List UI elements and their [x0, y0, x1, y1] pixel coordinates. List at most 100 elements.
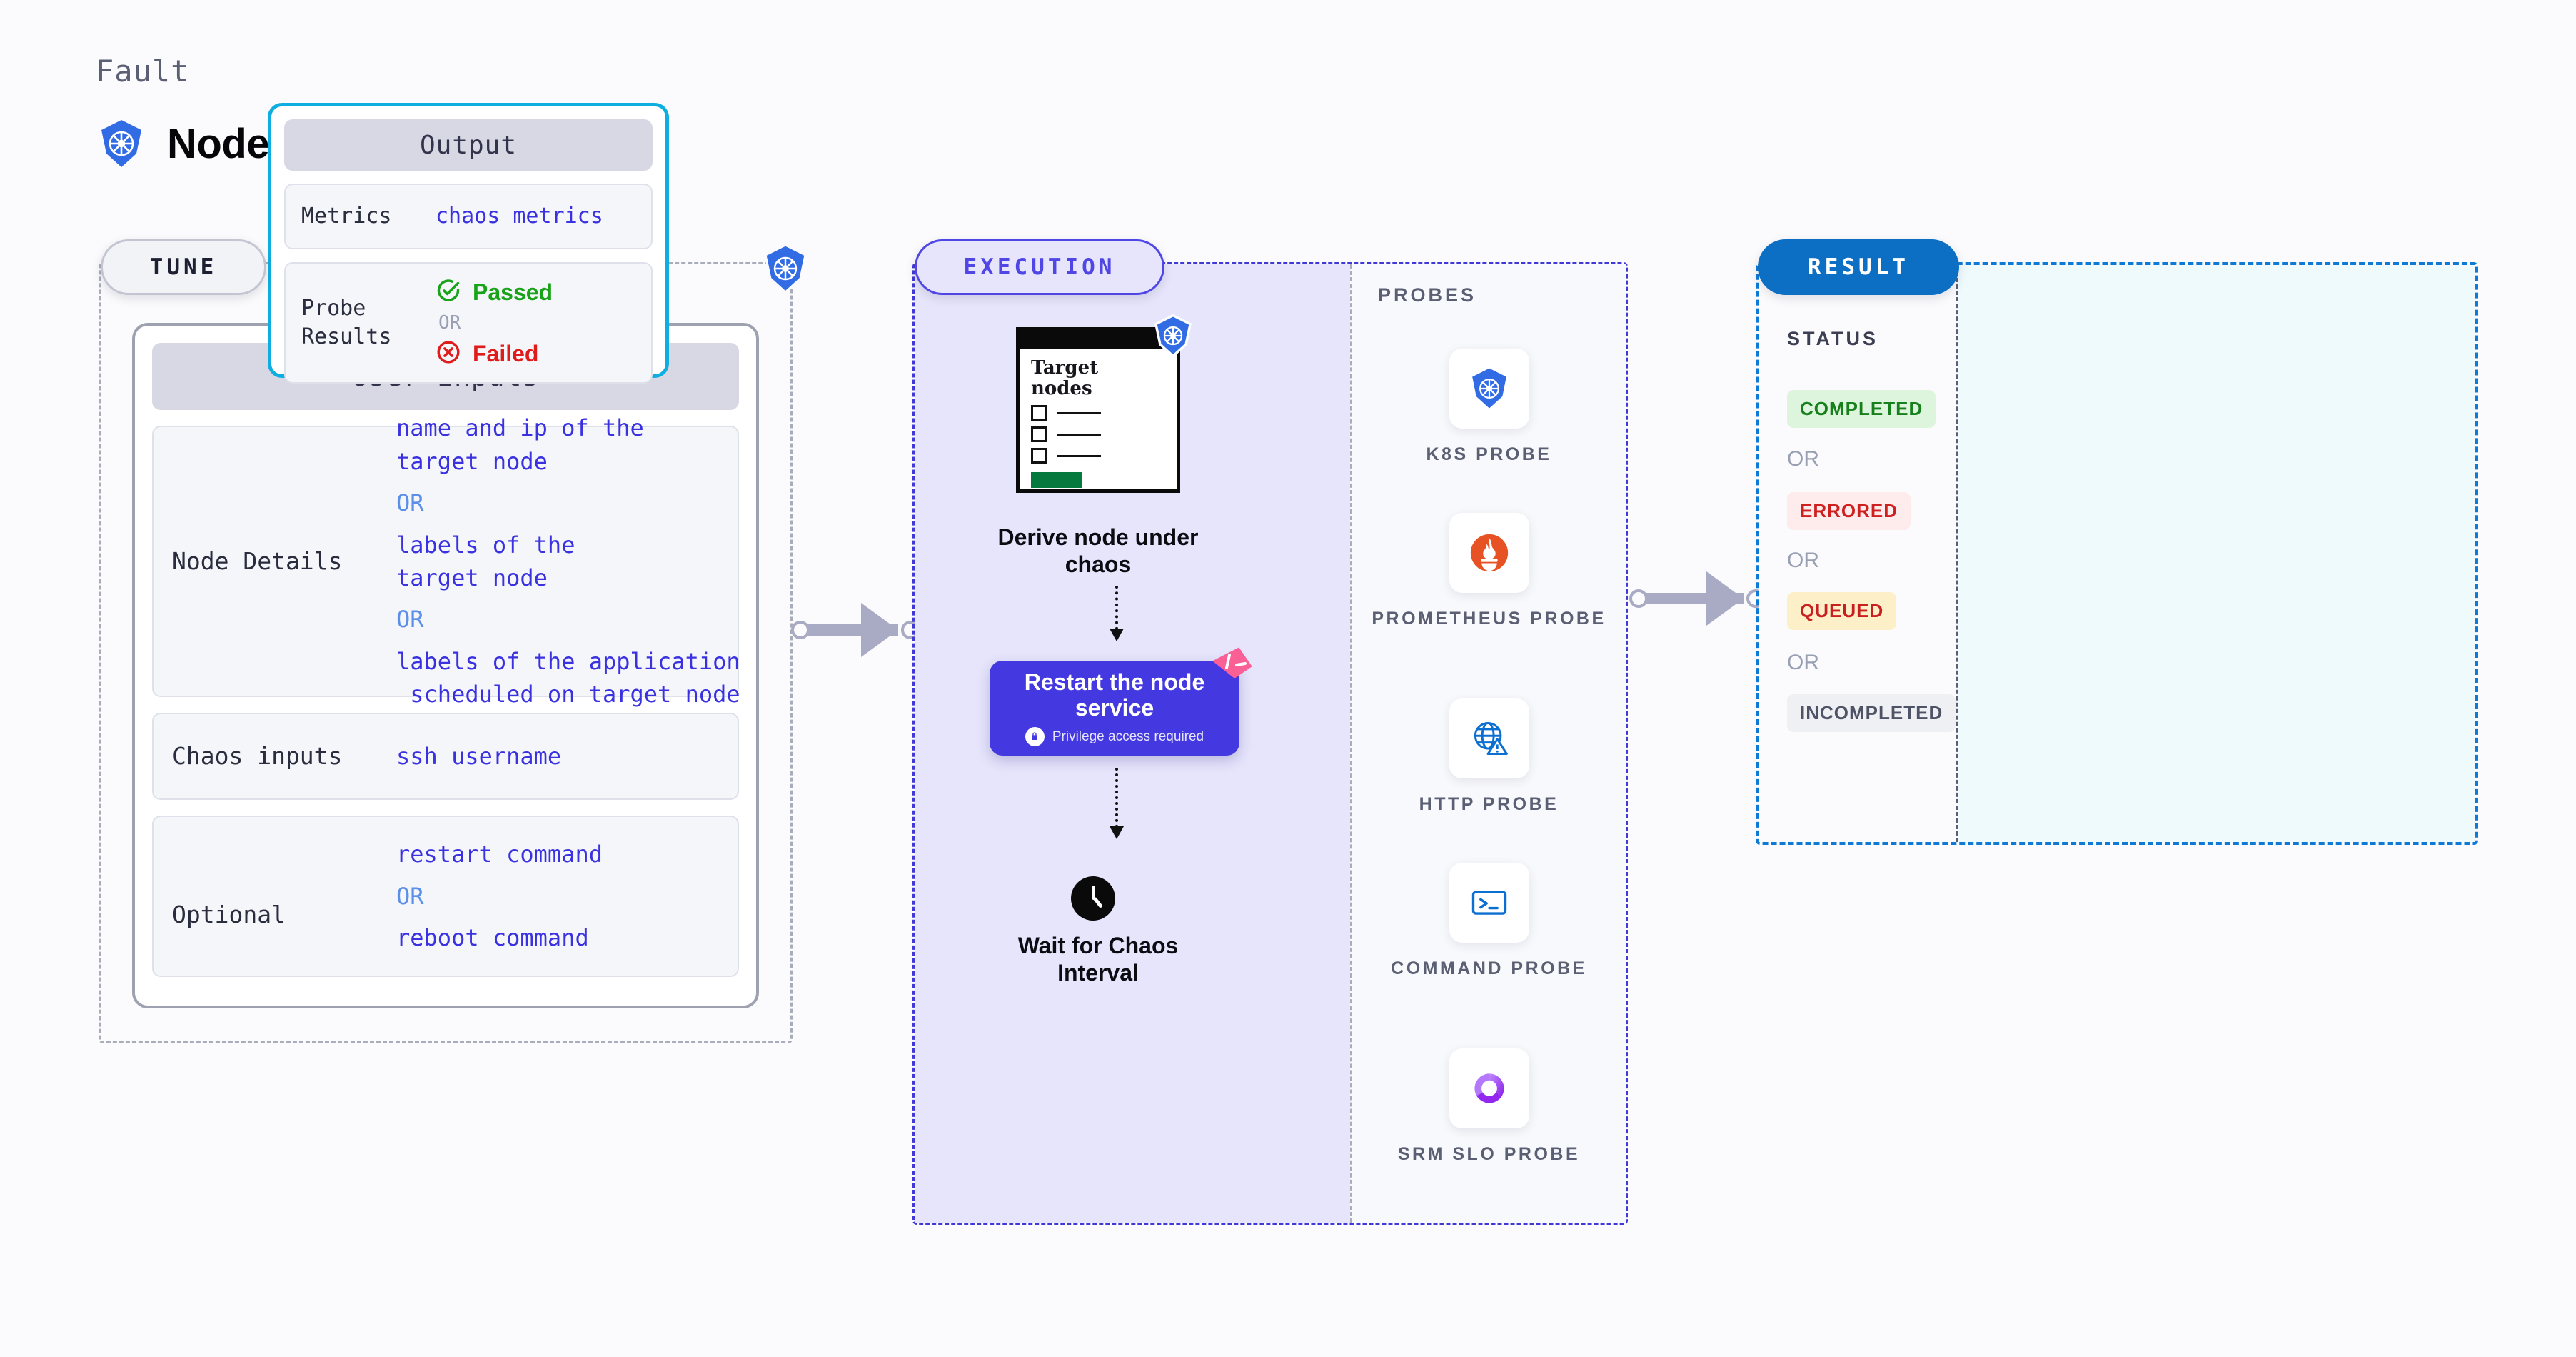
probe-k8s[interactable]: K8S PROBE: [1352, 349, 1626, 467]
or-separator: OR: [396, 882, 424, 910]
output-row-values: Passed OR Failed: [436, 278, 651, 368]
stage-pill-result[interactable]: RESULT: [1758, 239, 1959, 295]
status-badge-queued: QUEUED: [1787, 592, 1897, 630]
probes-label: PROBES: [1378, 284, 1477, 306]
confirm-bar[interactable]: [1031, 472, 1082, 489]
checkbox-icon[interactable]: [1031, 448, 1047, 464]
user-inputs-card: User Inputs Node Details name and ip of …: [132, 323, 759, 1008]
probe-label: PROMETHEUS PROBE: [1372, 609, 1606, 629]
output-row-values: chaos metrics: [436, 201, 651, 232]
input-value: reboot command: [396, 924, 589, 952]
probe-srm-slo[interactable]: SRM SLO PROBE: [1352, 1048, 1626, 1167]
output-row-metrics: Metrics chaos metrics: [284, 184, 653, 249]
output-row-key: Metrics: [301, 204, 392, 229]
node-list-item: [1031, 448, 1177, 464]
probes-column: PROBES K8S PROBE: [1350, 264, 1626, 1223]
execution-panel: PROBES K8S PROBE: [912, 262, 1628, 1225]
connector-tune-to-execution: [791, 601, 920, 659]
stage-pill-execution[interactable]: EXECUTION: [915, 239, 1164, 295]
probe-label: SRM SLO PROBE: [1397, 1144, 1581, 1164]
probe-label: K8S PROBE: [1426, 444, 1552, 464]
probe-label: HTTP PROBE: [1419, 794, 1559, 814]
check-circle-icon: [436, 278, 461, 306]
input-value: name and ip of the target node: [396, 414, 644, 475]
terminal-icon: [1449, 863, 1529, 943]
input-row-key: Optional: [172, 901, 286, 929]
input-row-optional: Optional restart command OR reboot comma…: [152, 816, 739, 977]
input-row-values: ssh username: [396, 740, 738, 773]
or-separator: OR: [1787, 651, 1819, 674]
input-row-key: Node Details: [172, 547, 343, 576]
probe-http[interactable]: HTTP PROBE: [1352, 698, 1626, 817]
action-title: Restart the node service: [1024, 669, 1205, 721]
node-list-item: [1031, 426, 1177, 443]
status-label: STATUS: [1787, 328, 1878, 349]
connector-arrowhead: [1706, 571, 1744, 626]
clock-hand-minute: [1092, 886, 1095, 900]
probe-result-passed-label: Passed: [473, 279, 553, 305]
input-row-values: name and ip of the target node OR labels…: [396, 411, 740, 711]
input-row-values: restart command OR reboot command: [396, 838, 738, 954]
output-card: Output Metrics chaos metrics Probe Resul…: [268, 103, 669, 384]
chaos-ribbon-icon: [1208, 645, 1254, 686]
arrow-stem: [1115, 768, 1118, 828]
card-titlebar: [1020, 331, 1177, 349]
action-subtitle: Privilege access required: [1052, 728, 1204, 744]
clock-hand-hour: [1092, 896, 1103, 908]
probe-prometheus[interactable]: PROMETHEUS PROBE: [1352, 513, 1626, 631]
placeholder-line: [1057, 411, 1101, 414]
output-title: Output: [284, 119, 653, 171]
action-restart-node-service[interactable]: Restart the node service Privilege acces…: [990, 647, 1252, 756]
placeholder-line: [1057, 454, 1101, 457]
prometheus-icon: [1449, 513, 1529, 593]
probe-command[interactable]: COMMAND PROBE: [1352, 863, 1626, 981]
status-badge-completed: COMPLETED: [1787, 390, 1936, 428]
checkbox-icon[interactable]: [1031, 405, 1047, 421]
stage-pill-tune[interactable]: TUNE: [101, 239, 266, 295]
node-list-item: [1031, 405, 1177, 421]
output-row-key: Probe Results: [301, 296, 392, 349]
probe-label: COMMAND PROBE: [1391, 958, 1587, 978]
x-circle-icon: [436, 339, 461, 368]
kubernetes-icon: [1449, 349, 1529, 429]
or-separator: OR: [396, 489, 424, 517]
or-separator: OR: [1787, 549, 1819, 572]
probe-result-failed: Failed: [436, 339, 651, 368]
input-row-chaos-inputs: Chaos inputs ssh username: [152, 713, 739, 800]
connector-arrowhead: [861, 603, 898, 657]
kubernetes-icon: [760, 243, 811, 294]
http-globe-warning-icon: [1449, 698, 1529, 778]
input-value: labels of the target node: [396, 531, 575, 591]
connector-endpoint: [1629, 589, 1648, 608]
status-badge-incompleted: INCOMPLETED: [1787, 694, 1956, 732]
or-separator: OR: [396, 606, 424, 634]
result-status-column: STATUS COMPLETED OR ERRORED OR QUEUED OR…: [1759, 265, 1958, 842]
input-row-node-details: Node Details name and ip of the target n…: [152, 414, 740, 708]
input-value: ssh username: [396, 742, 562, 770]
output-value: chaos metrics: [436, 204, 603, 229]
placeholder-line: [1057, 433, 1101, 436]
connector-execution-to-result: [1629, 570, 1765, 627]
fault-label: Fault: [96, 54, 190, 89]
probe-result-passed: Passed: [436, 278, 651, 306]
kubernetes-icon: [96, 118, 147, 169]
target-nodes-title-line1: Target: [1031, 357, 1099, 379]
input-value: restart command: [396, 841, 603, 868]
input-row-key: Chaos inputs: [172, 742, 343, 771]
step-caption-derive-node: Derive node under chaos: [997, 524, 1199, 578]
step-caption-wait-for-chaos-interval: Wait for Chaos Interval: [1017, 933, 1179, 986]
arrow-head: [1110, 629, 1124, 641]
kubernetes-icon: [1151, 314, 1195, 358]
flow-arrow: [1110, 586, 1124, 641]
srm-slo-icon: [1449, 1048, 1529, 1128]
arrow-stem: [1115, 586, 1118, 630]
lock-icon: [1025, 727, 1045, 747]
target-nodes-card: Target nodes: [1016, 314, 1192, 493]
or-separator: OR: [438, 312, 461, 334]
target-nodes-title-line2: nodes: [1031, 378, 1092, 400]
checkbox-icon[interactable]: [1031, 426, 1047, 443]
card-body: Target nodes: [1020, 349, 1177, 489]
result-panel: STATUS COMPLETED OR ERRORED OR QUEUED OR…: [1756, 262, 2478, 845]
clock-icon: [1071, 876, 1115, 921]
output-row-probe-results: Probe Results Passed OR: [284, 262, 653, 384]
